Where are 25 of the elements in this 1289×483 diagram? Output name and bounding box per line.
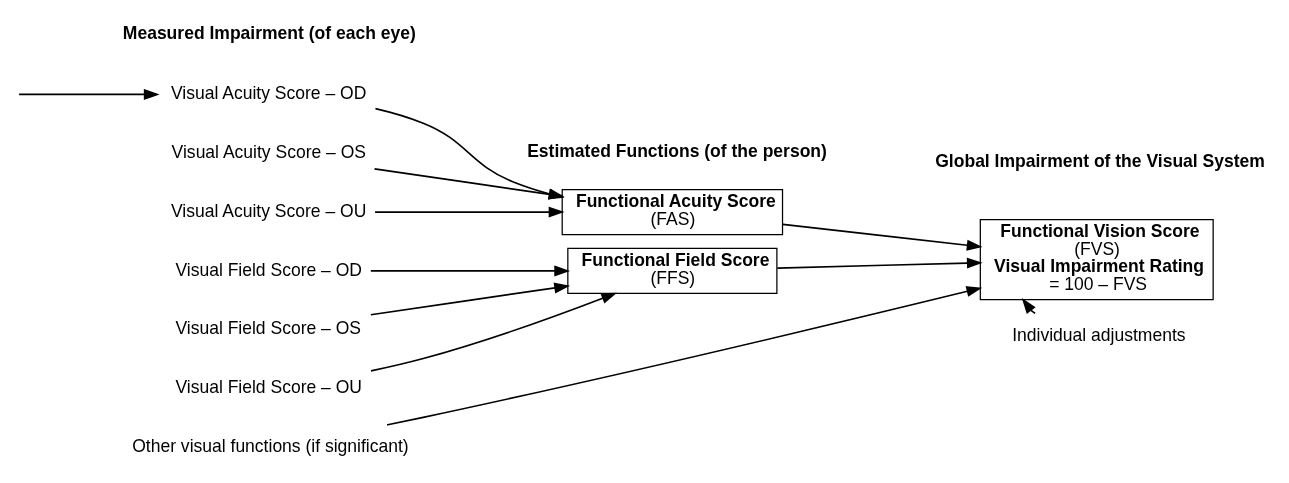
label: Global Impairment of the Visual System <box>934 150 1265 171</box>
node-text: Individual adjustments <box>1011 324 1186 345</box>
label: Estimated Functions (of the person) <box>526 140 827 161</box>
node-box: Functional Vision Score (FVS) Visual Impairment Rating = 100 – FVS <box>979 218 1214 301</box>
node-text: Visual Acuity Score – OU <box>170 200 366 221</box>
arrow <box>373 168 565 200</box>
label: Measured Impairment (of each eye) <box>122 22 416 43</box>
node-text: Visual Field Score – OD <box>174 259 362 280</box>
arrow <box>373 206 564 218</box>
node-box: Functional Field Score (FFS) <box>566 247 777 295</box>
arrow <box>385 286 982 426</box>
node-box: Functional Acuity Score (FAS) <box>561 188 783 236</box>
arrow <box>781 223 983 251</box>
arrow <box>369 282 570 316</box>
node-text: Visual Acuity Score – OD <box>170 83 366 104</box>
arrow <box>1021 297 1036 315</box>
node-text: Visual Field Score – OS <box>174 318 361 339</box>
node-text: Visual Acuity Score – OS <box>171 141 366 162</box>
arrow <box>374 107 565 200</box>
arrow <box>369 292 617 372</box>
arrow <box>369 265 570 277</box>
arrow <box>776 257 983 269</box>
node-text: Visual Field Score – OU <box>174 377 362 398</box>
arrow <box>17 88 160 100</box>
node-text: Other visual functions (if significant) <box>131 436 409 457</box>
